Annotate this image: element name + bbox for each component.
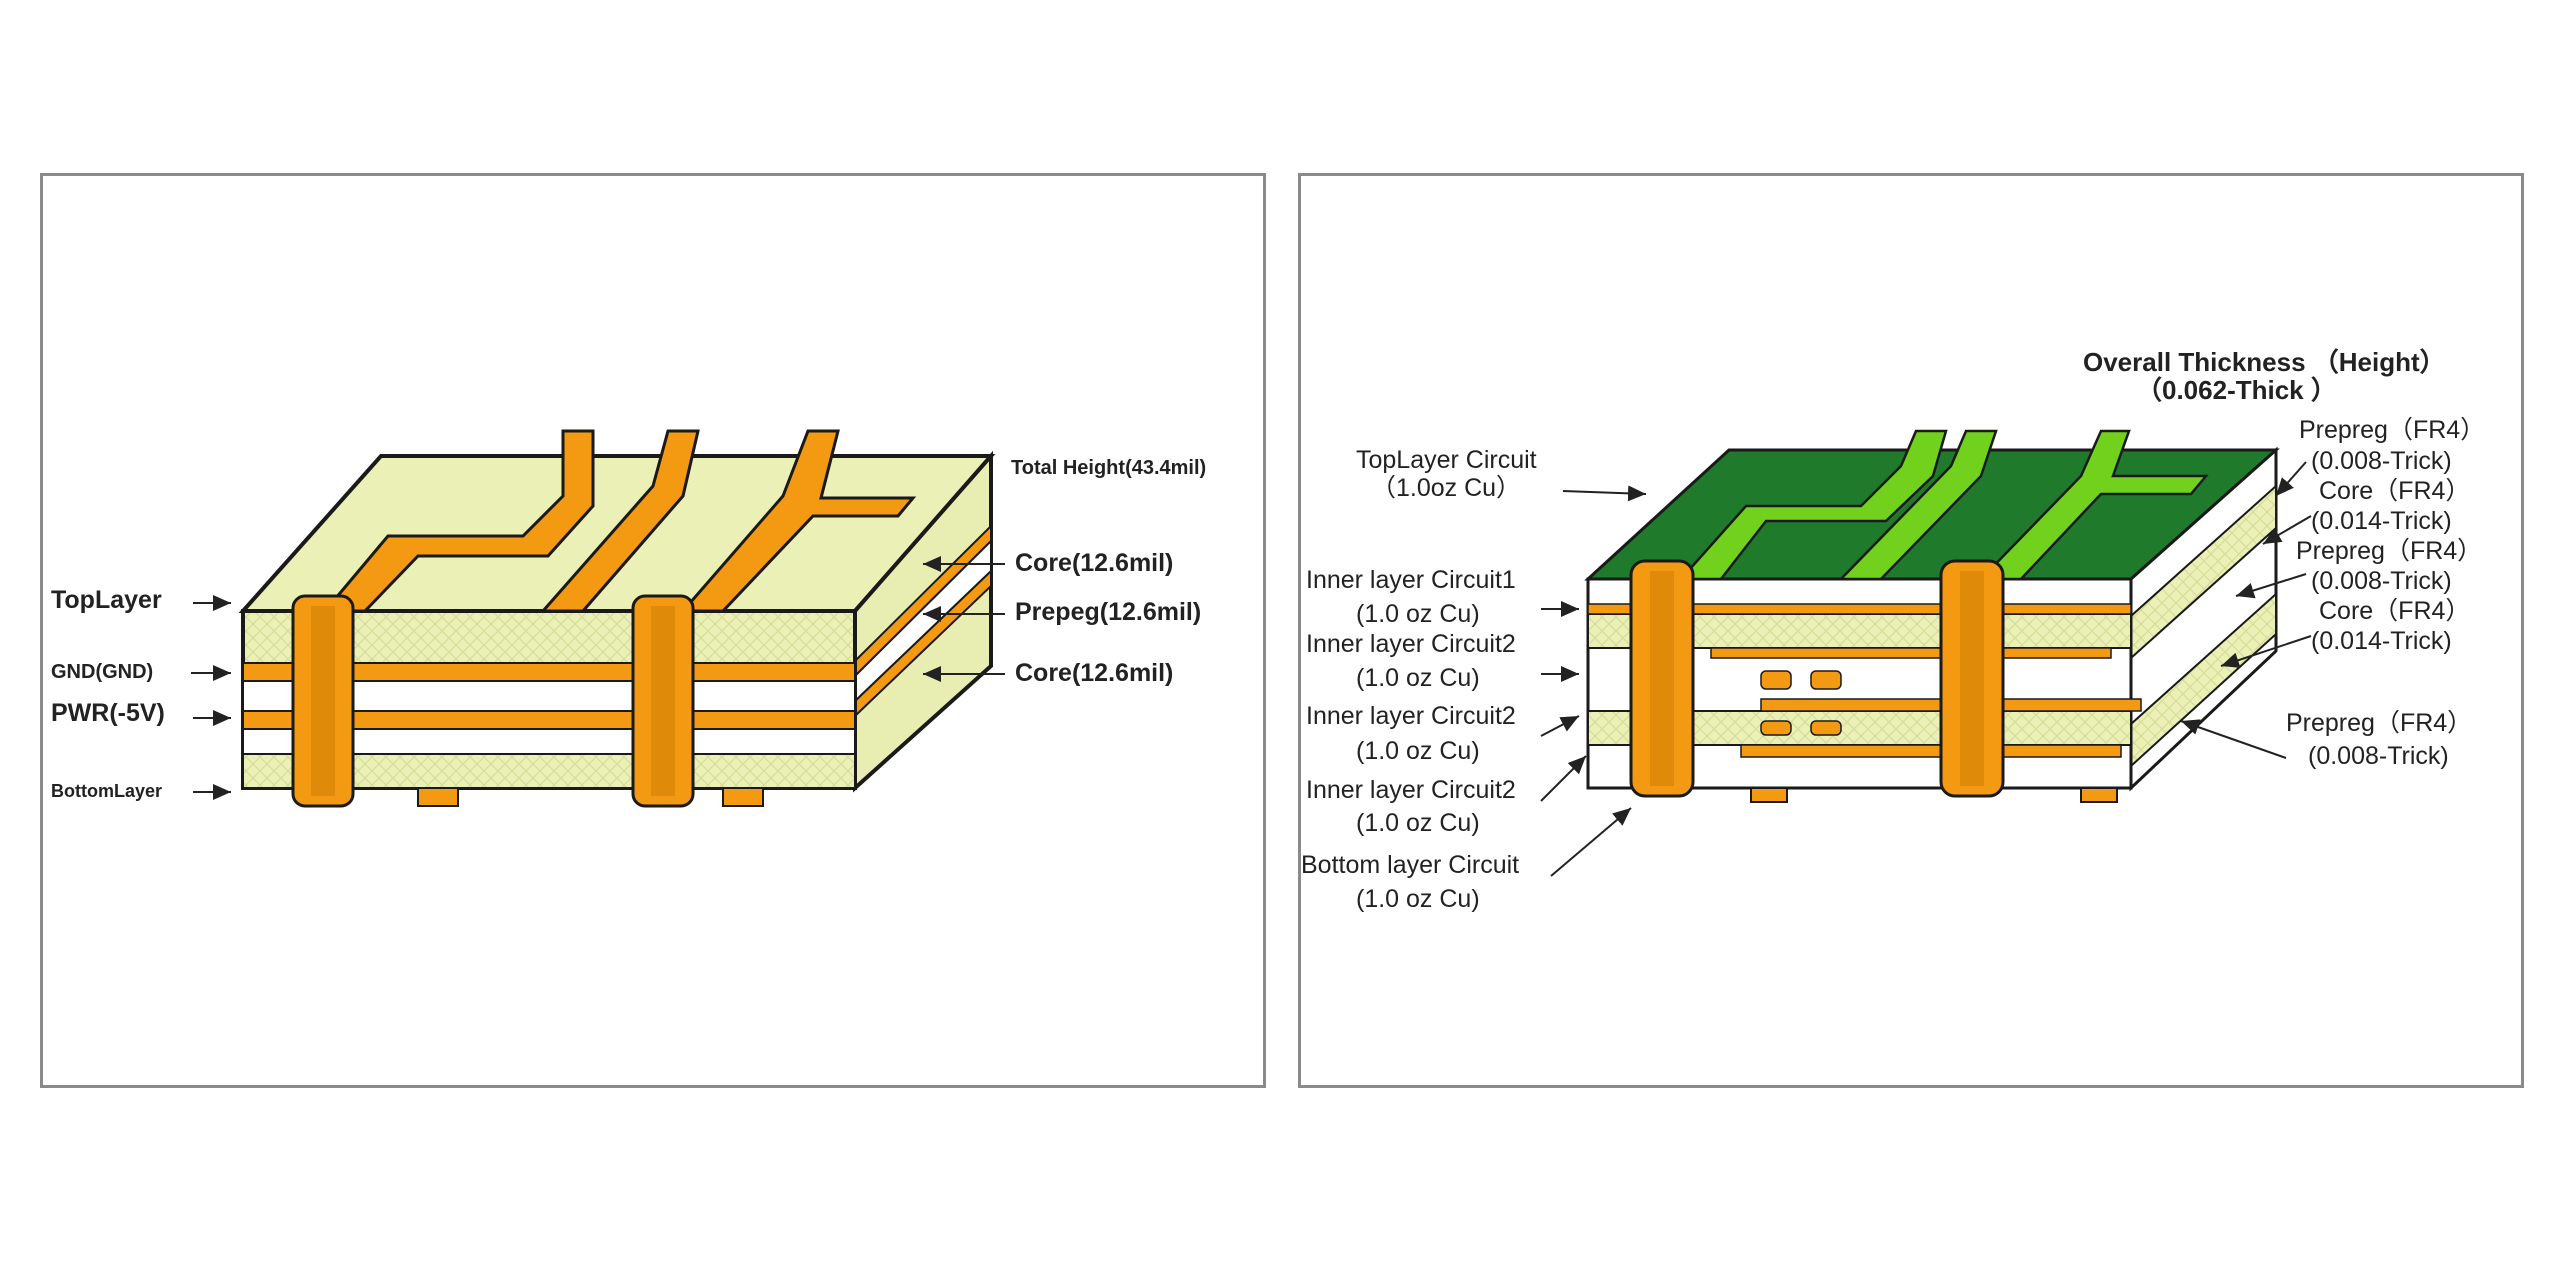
left-stackup-panel: TopLayer GND(GND) PWR(-5V) BottomLayer T… xyxy=(40,173,1266,1088)
bottomlayer-label: BottomLayer xyxy=(51,781,162,801)
prepreg2-label: Prepreg（FR4） xyxy=(2296,537,2482,565)
core2-label: Core(12.6mil) xyxy=(1015,659,1173,687)
core2-label-r: Core（FR4） xyxy=(2319,597,2470,625)
prepeg-label: Prepeg(12.6mil) xyxy=(1015,598,1201,626)
right-vias xyxy=(1629,559,2118,803)
overall-thickness-value: （0.062-Thick ） xyxy=(2136,375,2337,405)
right-stackup-diagram: TopLayer Circuit （1.0oz Cu） Inner layer … xyxy=(1301,347,2485,913)
core1-label: Core(12.6mil) xyxy=(1015,549,1173,577)
gnd-label: GND(GND) xyxy=(51,661,153,683)
prepreg2-value: (0.008-Trick) xyxy=(2311,567,2452,595)
right-right-labels: Overall Thickness （Height） （0.062-Thick … xyxy=(2083,347,2485,770)
core1-label-r: Core（FR4） xyxy=(2319,477,2470,505)
left-stackup-diagram: TopLayer GND(GND) PWR(-5V) BottomLayer T… xyxy=(51,429,1206,808)
inner2c-cu: (1.0 oz Cu) xyxy=(1356,809,1480,837)
right-stackup-panel: TopLayer Circuit （1.0oz Cu） Inner layer … xyxy=(1298,173,2524,1088)
core2-value-r: (0.014-Trick) xyxy=(2311,627,2452,655)
left-vias xyxy=(291,594,764,808)
left-top-traces xyxy=(321,429,917,613)
inner1-label: Inner layer Circuit1 xyxy=(1306,566,1516,594)
inner2b-cu: (1.0 oz Cu) xyxy=(1356,737,1480,765)
prepreg3-value: (0.008-Trick) xyxy=(2308,742,2449,770)
prepreg3-label: Prepreg（FR4） xyxy=(2286,709,2472,737)
pwr-label: PWR(-5V) xyxy=(51,699,165,727)
left-side-labels: TopLayer GND(GND) PWR(-5V) BottomLayer xyxy=(51,586,231,801)
prepreg1-value: (0.008-Trick) xyxy=(2311,447,2452,475)
right-left-labels: TopLayer Circuit （1.0oz Cu） Inner layer … xyxy=(1301,446,1647,913)
total-height-label: Total Height(43.4mil) xyxy=(1011,457,1206,479)
toplayer-label: TopLayer xyxy=(51,586,162,614)
inner2a-cu: (1.0 oz Cu) xyxy=(1356,664,1480,692)
core1-value-r: (0.014-Trick) xyxy=(2311,507,2452,535)
left-right-labels: Total Height(43.4mil) Core(12.6mil) Prep… xyxy=(923,457,1206,687)
inner2a-label: Inner layer Circuit2 xyxy=(1306,630,1516,658)
toplayer-circuit-cu: （1.0oz Cu） xyxy=(1371,474,1521,502)
bottom-circuit-cu: (1.0 oz Cu) xyxy=(1356,885,1480,913)
overall-thickness-label: Overall Thickness （Height） xyxy=(2083,347,2446,377)
inner2b-label: Inner layer Circuit2 xyxy=(1306,702,1516,730)
prepreg1-label: Prepreg（FR4） xyxy=(2299,416,2485,444)
bottom-circuit-label: Bottom layer Circuit xyxy=(1301,851,1519,879)
inner1-cu: (1.0 oz Cu) xyxy=(1356,600,1480,628)
right-top-traces xyxy=(1678,429,2209,581)
inner2c-label: Inner layer Circuit2 xyxy=(1306,776,1516,804)
toplayer-circuit-label: TopLayer Circuit xyxy=(1356,446,1537,474)
